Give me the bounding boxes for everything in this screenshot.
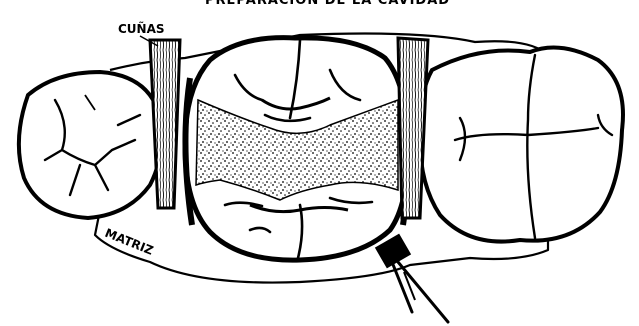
center-tooth [185,38,408,260]
header-text: PREPARACION DE LA CAVIDAD [205,0,450,8]
left-tooth [19,72,162,218]
right-tooth [420,48,623,242]
matrix-retainer [376,235,448,322]
label-matrix: MATRIZ [103,226,156,258]
right-wedge [398,38,428,218]
left-wedge [150,40,180,208]
label-cunas: CUÑAS [118,21,165,36]
